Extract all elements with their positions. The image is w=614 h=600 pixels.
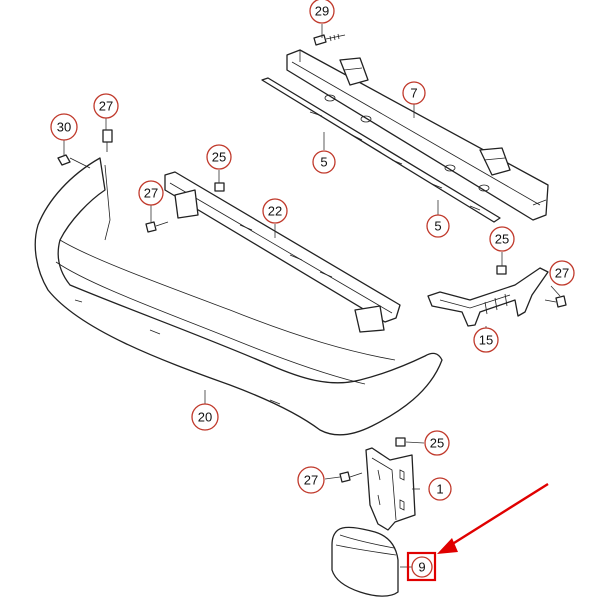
guide-rail-part-22 — [164, 171, 401, 333]
callout-label: 27 — [144, 186, 158, 201]
callout-label: 5 — [320, 155, 327, 170]
bracket-part-15 — [427, 267, 549, 327]
callout-9[interactable]: 9 — [411, 556, 433, 578]
callout-label: 9 — [418, 560, 425, 575]
screw-part-27-bracket — [544, 295, 567, 308]
nut-part-25-rail — [214, 182, 225, 192]
nut-part-25-lower — [395, 437, 406, 447]
callout-27[interactable]: 27 — [297, 466, 325, 494]
callout-30[interactable]: 30 — [50, 113, 78, 141]
callout-label: 25 — [212, 150, 226, 165]
callout-label: 7 — [410, 86, 417, 101]
callout-25[interactable]: 25 — [489, 226, 515, 252]
screw-part-29 — [313, 33, 346, 46]
highlight-box — [406, 551, 437, 582]
callout-22[interactable]: 22 — [262, 198, 288, 224]
callout-label: 1 — [436, 482, 443, 497]
strip-part-5 — [261, 77, 501, 223]
callout-label: 27 — [304, 473, 318, 488]
bracket-part-1 — [365, 447, 416, 531]
callout-label: 25 — [495, 232, 509, 247]
callout-5[interactable]: 5 — [312, 150, 336, 174]
callout-29[interactable]: 29 — [309, 0, 335, 24]
leader-lines — [63, 24, 561, 568]
clip-part-27-top — [102, 129, 113, 152]
callout-label: 25 — [430, 436, 444, 451]
callout-label: 20 — [198, 410, 212, 425]
callout-label: 15 — [479, 333, 493, 348]
callout-27[interactable]: 27 — [93, 93, 119, 119]
callout-label: 27 — [99, 99, 113, 114]
callout-label: 29 — [315, 4, 329, 19]
nut-part-25-bracket — [496, 265, 507, 275]
reinforcement-beam-part-7 — [286, 49, 549, 221]
callout-label: 5 — [434, 219, 441, 234]
callout-label: 22 — [268, 204, 282, 219]
callout-27[interactable]: 27 — [138, 180, 164, 206]
callout-label: 30 — [57, 120, 71, 135]
bolt-part-30 — [57, 154, 91, 169]
callout-25[interactable]: 25 — [206, 144, 232, 170]
callout-label: 27 — [555, 266, 569, 281]
highlight-arrow-icon — [437, 482, 549, 554]
clip-part-27-rail — [145, 221, 169, 233]
callout-15[interactable]: 15 — [473, 327, 499, 353]
callout-20[interactable]: 20 — [191, 403, 219, 431]
callout-25[interactable]: 25 — [424, 430, 450, 456]
bumper-cover-part-20 — [34, 157, 443, 436]
callout-5[interactable]: 5 — [426, 214, 450, 238]
screw-part-27-lower — [339, 471, 363, 483]
callout-27[interactable]: 27 — [549, 260, 575, 286]
end-cap-part-9 — [331, 526, 399, 597]
callout-1[interactable]: 1 — [428, 477, 452, 501]
callout-7[interactable]: 7 — [402, 81, 426, 105]
